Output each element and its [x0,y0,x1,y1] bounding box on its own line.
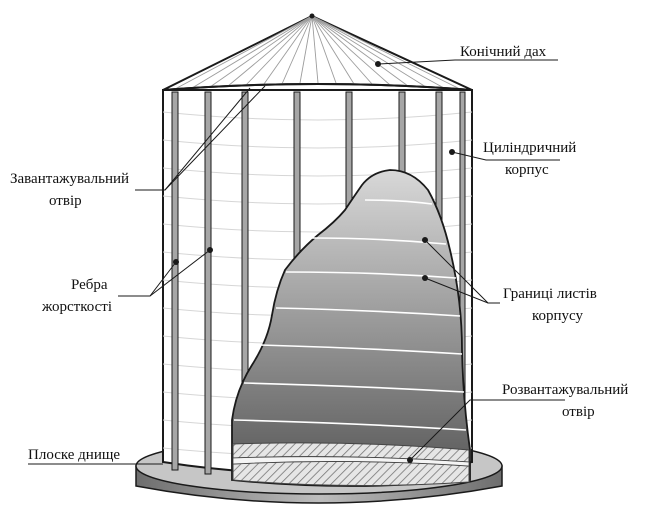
leader-dots [173,61,455,463]
conical-roof [162,13,473,91]
label-unloading-hole-1: Розвантажувальний [502,382,628,398]
label-conical-roof: Конічний дах [460,44,547,60]
label-cylindrical-body-2: корпус [505,162,549,178]
label-sheet-boundaries-2: корпусу [532,308,584,324]
label-sheet-boundaries-1: Границі листів [503,286,597,302]
label-ribs-1: Ребра [71,277,108,293]
inner-seam-lines [233,199,467,431]
label-ribs-2: жорсткості [41,299,112,315]
label-loading-hole-2: отвір [49,193,82,209]
label-flat-bottom: Плоске днище [28,447,120,463]
leader-lines [28,59,565,465]
label-loading-hole-1: Завантажувальний [10,171,129,187]
roof-ribs [174,15,461,90]
label-cylindrical-body-1: Циліндричний [483,140,576,156]
label-unloading-hole-2: отвір [562,404,595,420]
